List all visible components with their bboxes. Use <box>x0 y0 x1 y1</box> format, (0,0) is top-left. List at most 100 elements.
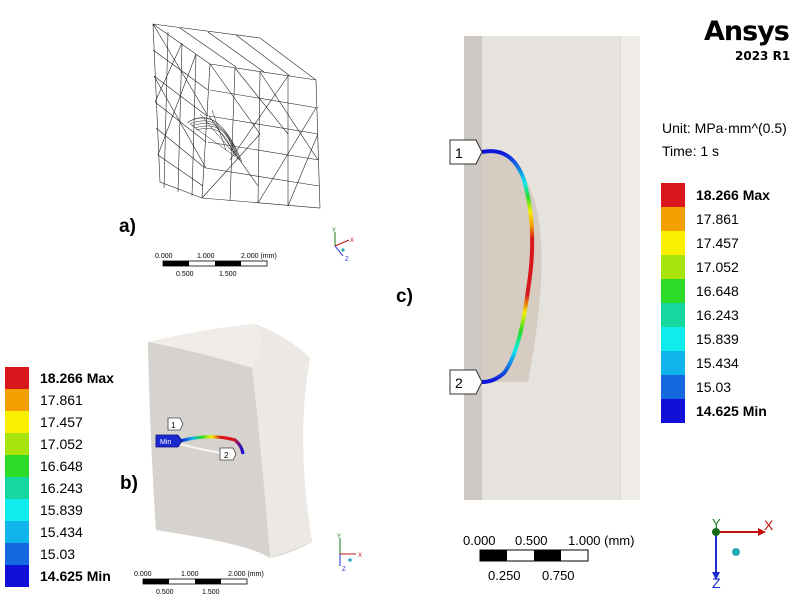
legend-swatch <box>661 303 685 327</box>
scale-tick-label: 1.000 (mm) <box>568 533 634 548</box>
legend-entry: 17.052 <box>5 433 83 455</box>
time-label: Time: 1 s <box>662 143 720 159</box>
curved-block-model: 1 Min 2 <box>148 324 312 558</box>
legend-entry: 16.648 <box>5 455 83 477</box>
probe-2-label: 2 <box>455 375 463 391</box>
scale-tick-label: 0.500 <box>176 271 194 278</box>
legend-entry: 16.243 <box>5 477 83 499</box>
legend-label: 18.266 Max <box>696 187 770 203</box>
scale-tick-label: 0.000 <box>134 571 152 578</box>
legend-swatch <box>661 399 685 423</box>
panel-label-a: a) <box>119 216 136 237</box>
scale-tick-label: 1.500 <box>202 589 220 596</box>
legend-entry: 16.243 <box>661 303 739 327</box>
legend-entry: 15.03 <box>5 543 75 565</box>
legend-swatch <box>661 327 685 351</box>
legend-label: 16.648 <box>40 458 83 474</box>
scale-bar-a: 0.000 1.000 2.000 (mm) 0.500 1.500 <box>155 253 277 278</box>
axis-x-label: X <box>358 553 362 559</box>
axis-y-label: Y <box>337 534 341 540</box>
axis-triad-b: Y X Z <box>337 534 362 572</box>
scale-tick-label: 1.500 <box>219 271 237 278</box>
axis-triad-a: Y X Z <box>332 228 354 263</box>
scale-bar-c: 0.000 0.500 1.000 (mm) 0.250 0.750 <box>463 533 634 583</box>
panel-label-c: c) <box>396 286 413 307</box>
legend-label: 17.052 <box>696 259 739 275</box>
legend-label: 15.434 <box>40 524 83 540</box>
axis-x-label: X <box>350 238 354 244</box>
unit-label: Unit: MPa·mm^(0.5) <box>662 120 787 136</box>
probe-2-label: 2 <box>224 451 229 460</box>
legend-right: 18.266 Max 17.861 17.457 17.052 16.648 1… <box>661 183 797 423</box>
legend-swatch <box>5 433 29 455</box>
panel-label-b: b) <box>120 473 138 494</box>
legend-entry: 15.434 <box>661 351 739 375</box>
legend-entry: 14.625 Min <box>661 399 767 423</box>
probe-1-label: 1 <box>455 145 463 161</box>
legend-label: 15.839 <box>696 331 739 347</box>
legend-swatch <box>661 351 685 375</box>
legend-left: 18.266 Max 17.861 17.457 17.052 16.648 1… <box>5 367 145 592</box>
legend-label: 15.839 <box>40 502 83 518</box>
scale-tick-label: 0.750 <box>542 568 575 583</box>
legend-label: 16.243 <box>696 307 739 323</box>
legend-swatch <box>5 521 29 543</box>
legend-swatch <box>661 255 685 279</box>
legend-label: 14.625 Min <box>40 568 111 584</box>
legend-label: 14.625 Min <box>696 403 767 419</box>
ansys-logo: Ansys <box>704 16 790 47</box>
legend-label: 16.243 <box>40 480 83 496</box>
scale-tick-label: 0.250 <box>488 568 521 583</box>
legend-swatch <box>5 477 29 499</box>
axis-y-label: Y <box>332 228 336 234</box>
mesh-wireframe <box>152 23 321 209</box>
scale-tick-label: 2.000 (mm) <box>228 571 264 578</box>
axis-z-label: Z <box>342 567 346 572</box>
legend-entry: 15.839 <box>5 499 83 521</box>
legend-entry: 17.457 <box>5 411 83 433</box>
legend-entry: 15.839 <box>661 327 739 351</box>
scale-bar-b: 0.000 1.000 2.000 (mm) 0.500 1.500 <box>134 571 264 596</box>
legend-swatch <box>661 279 685 303</box>
scale-tick-label: 0.500 <box>156 589 174 596</box>
axis-z-label: Z <box>345 257 349 263</box>
probe-1-label: 1 <box>171 421 176 430</box>
legend-label: 18.266 Max <box>40 370 114 386</box>
scale-tick-label: 0.500 <box>515 533 548 548</box>
axis-triad-c: Y X Z <box>712 516 774 591</box>
legend-label: 17.457 <box>40 414 83 430</box>
axis-y-label: Y <box>712 516 721 531</box>
legend-entry: 17.457 <box>661 231 739 255</box>
legend-entry: 18.266 Max <box>661 183 770 207</box>
legend-entry: 17.052 <box>661 255 739 279</box>
legend-label: 17.457 <box>696 235 739 251</box>
legend-swatch <box>5 499 29 521</box>
legend-swatch <box>661 183 685 207</box>
legend-swatch <box>661 231 685 255</box>
scale-tick-label: 1.000 <box>197 253 215 260</box>
legend-swatch <box>661 375 685 399</box>
legend-entry: 14.625 Min <box>5 565 111 587</box>
probe-min-label: Min <box>160 439 171 446</box>
legend-entry: 17.861 <box>5 389 83 411</box>
legend-entry: 16.648 <box>661 279 739 303</box>
legend-swatch <box>5 543 29 565</box>
legend-label: 17.861 <box>40 392 83 408</box>
ansys-version: 2023 R1 <box>735 49 791 63</box>
legend-label: 17.052 <box>40 436 83 452</box>
legend-entry: 17.861 <box>661 207 739 231</box>
scale-tick-label: 0.000 <box>463 533 496 548</box>
axis-z-label: Z <box>712 575 721 591</box>
legend-label: 17.861 <box>696 211 739 227</box>
legend-entry: 18.266 Max <box>5 367 114 389</box>
legend-swatch <box>5 455 29 477</box>
legend-label: 15.03 <box>696 379 732 395</box>
legend-label: 16.648 <box>696 283 739 299</box>
legend-label: 15.434 <box>696 355 739 371</box>
front-view-model: 1 2 <box>449 36 640 500</box>
legend-entry: 15.03 <box>661 375 731 399</box>
scale-tick-label: 1.000 <box>181 571 199 578</box>
axis-x-label: X <box>764 517 774 533</box>
scale-tick-label: 2.000 (mm) <box>241 253 277 260</box>
legend-label: 15.03 <box>40 546 76 562</box>
